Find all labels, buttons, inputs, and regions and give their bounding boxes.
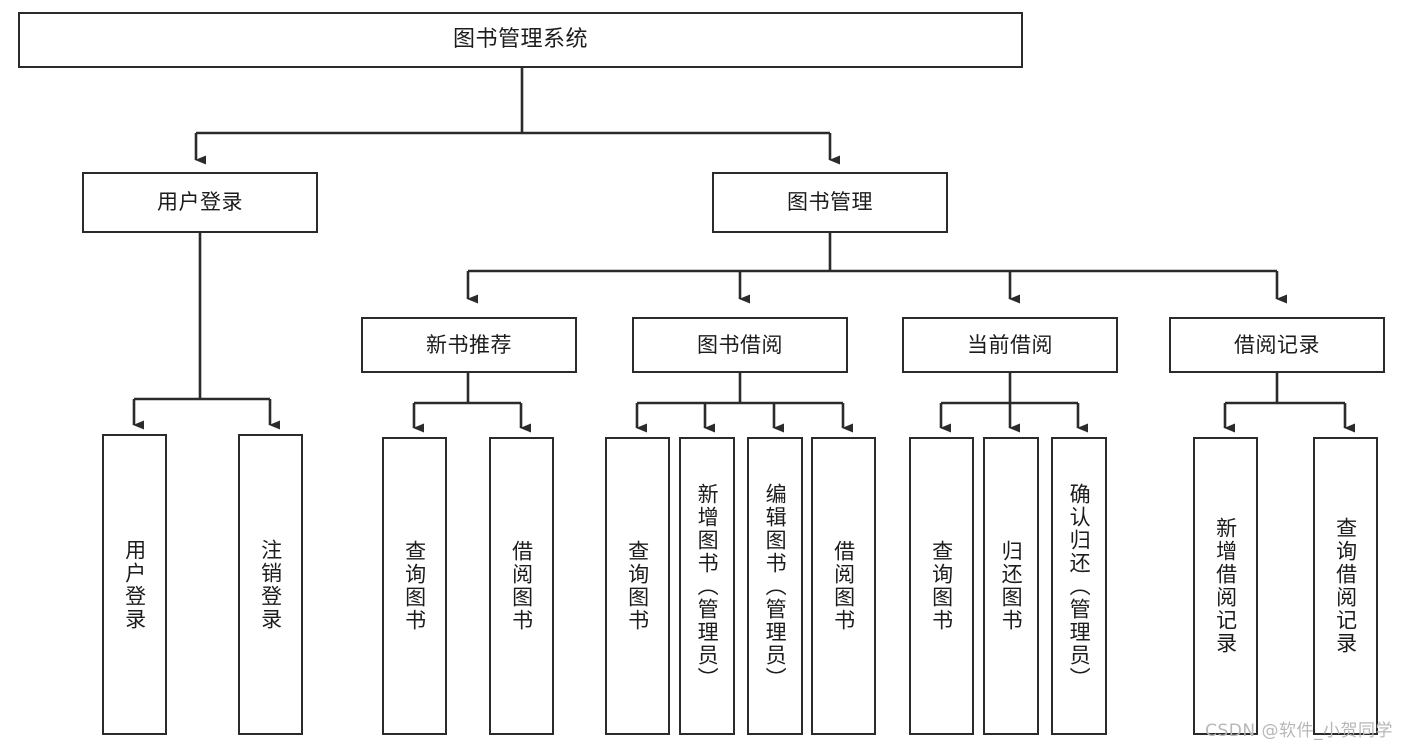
node-book-manage[interactable]: 图书管理 xyxy=(712,172,948,233)
node-leaf-borrow-book-1[interactable]: 借阅图书 xyxy=(489,437,554,735)
node-leaf-query-book-2[interactable]: 查询图书 xyxy=(605,437,670,735)
node-leaf-edit-book-label: 编辑图书（管理员） xyxy=(763,482,788,690)
node-root-label: 图书管理系统 xyxy=(452,27,588,53)
node-leaf-query-book-1[interactable]: 查询图书 xyxy=(382,437,447,735)
node-leaf-confirm-return[interactable]: 确认归还（管理员） xyxy=(1051,437,1107,735)
node-leaf-borrow-book-1-label: 借阅图书 xyxy=(509,540,534,632)
node-user-login[interactable]: 用户登录 xyxy=(82,172,318,233)
node-leaf-user-login[interactable]: 用户登录 xyxy=(102,434,167,735)
node-leaf-confirm-return-label: 确认归还（管理员） xyxy=(1067,482,1092,690)
node-leaf-user-logout[interactable]: 注销登录 xyxy=(238,434,303,735)
node-book-borrow-label: 图书借阅 xyxy=(697,332,783,357)
node-leaf-query-record-label: 查询借阅记录 xyxy=(1333,517,1358,655)
node-leaf-query-record[interactable]: 查询借阅记录 xyxy=(1313,437,1378,735)
node-leaf-query-book-2-label: 查询图书 xyxy=(625,540,650,632)
node-borrow-record[interactable]: 借阅记录 xyxy=(1169,317,1385,373)
node-leaf-borrow-book-2[interactable]: 借阅图书 xyxy=(811,437,876,735)
node-leaf-return-book-label: 归还图书 xyxy=(999,540,1024,632)
node-leaf-add-book-label: 新增图书（管理员） xyxy=(695,482,720,690)
node-current-borrow-label: 当前借阅 xyxy=(967,332,1053,357)
csdn-watermark: CSDN @软件_小贺同学 xyxy=(1205,721,1393,741)
node-leaf-edit-book[interactable]: 编辑图书（管理员） xyxy=(747,437,803,735)
node-new-book-rec-label: 新书推荐 xyxy=(426,332,512,357)
node-leaf-add-book[interactable]: 新增图书（管理员） xyxy=(679,437,735,735)
node-book-borrow[interactable]: 图书借阅 xyxy=(632,317,848,373)
node-leaf-return-book[interactable]: 归还图书 xyxy=(983,437,1039,735)
node-user-login-label: 用户登录 xyxy=(157,190,243,215)
node-leaf-borrow-book-2-label: 借阅图书 xyxy=(831,540,856,632)
node-root[interactable]: 图书管理系统 xyxy=(18,12,1023,68)
node-borrow-record-label: 借阅记录 xyxy=(1234,332,1320,357)
node-leaf-user-logout-label: 注销登录 xyxy=(258,538,283,631)
node-leaf-query-book-1-label: 查询图书 xyxy=(402,540,427,632)
node-leaf-add-record-label: 新增借阅记录 xyxy=(1213,517,1238,655)
node-leaf-query-book-3-label: 查询图书 xyxy=(929,540,954,632)
node-new-book-rec[interactable]: 新书推荐 xyxy=(361,317,577,373)
node-leaf-user-login-label: 用户登录 xyxy=(122,538,147,631)
node-book-manage-label: 图书管理 xyxy=(787,190,873,215)
node-leaf-add-record[interactable]: 新增借阅记录 xyxy=(1193,437,1258,735)
node-leaf-query-book-3[interactable]: 查询图书 xyxy=(909,437,974,735)
node-current-borrow[interactable]: 当前借阅 xyxy=(902,317,1118,373)
